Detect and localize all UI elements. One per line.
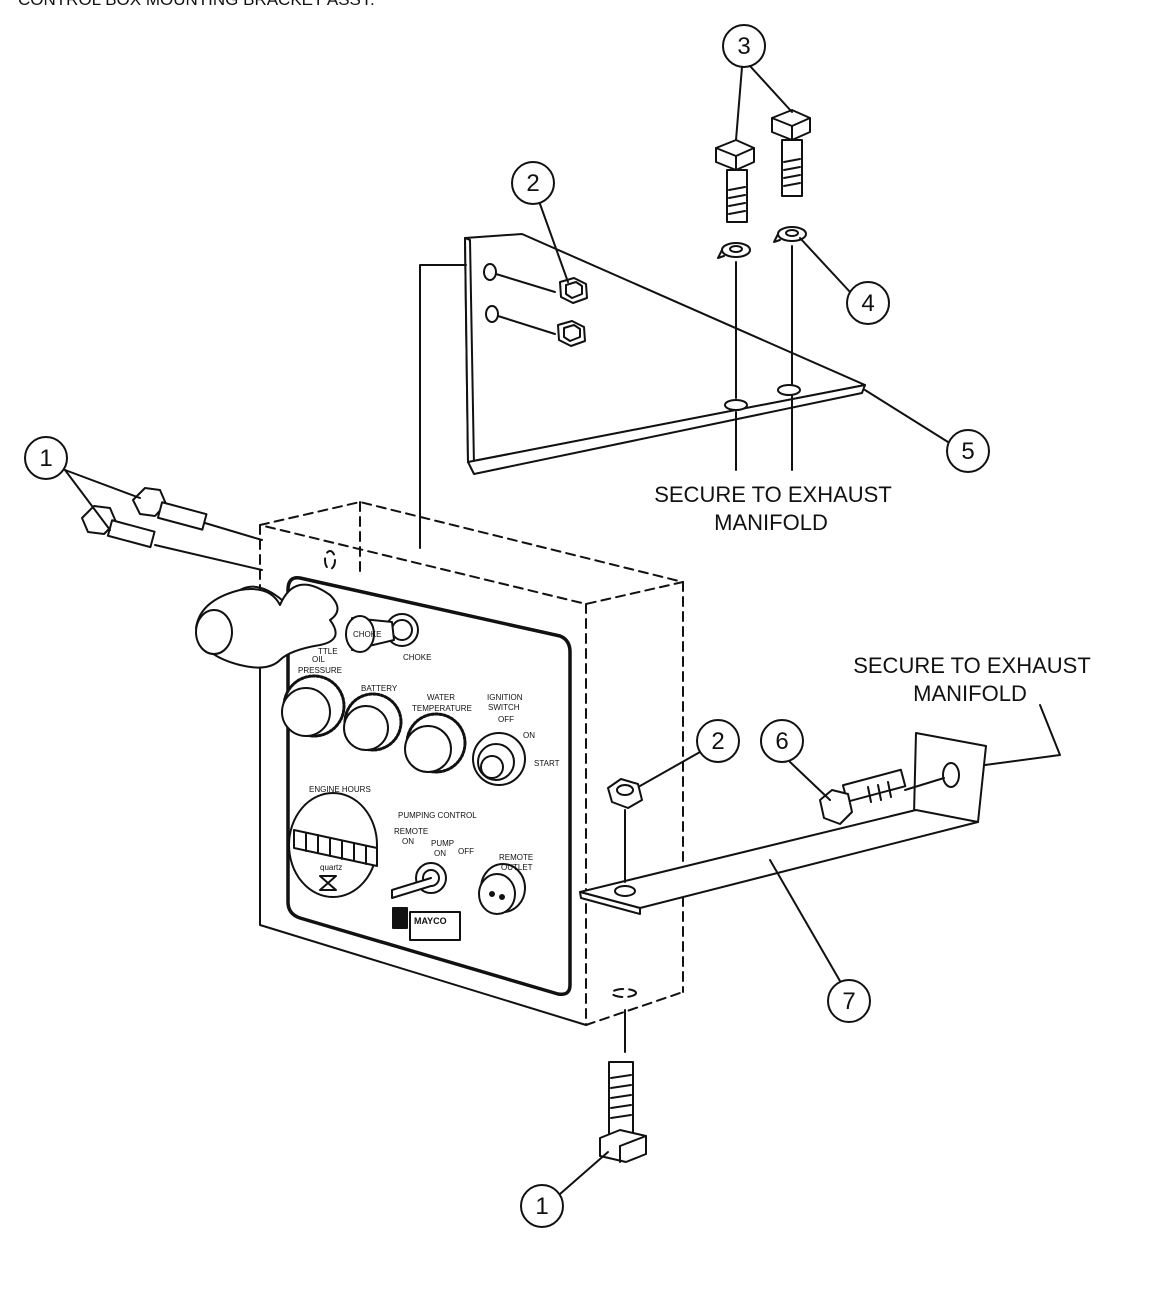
hex-bolt-left <box>715 139 755 223</box>
choke-knob <box>345 613 419 653</box>
callout-5 <box>864 389 990 473</box>
callout-2-top <box>511 161 569 283</box>
panel-label-pumping-control: PUMPING CONTROL <box>398 811 477 820</box>
callout-1-top-label: 1 <box>39 445 52 472</box>
remote-outlet <box>478 863 526 915</box>
panel-label-water-2: TEMPERATURE <box>412 704 472 713</box>
panel-label-oil-2: PRESSURE <box>298 666 342 675</box>
panel-label-outlet-1: REMOTE <box>499 853 533 862</box>
bracket-mount-hole <box>614 885 636 897</box>
panel-label-outlet-2: OUTLET <box>501 863 533 872</box>
panel-label-on: ON <box>523 731 535 740</box>
bracket-slot-right <box>777 384 801 396</box>
callout-6-label: 6 <box>775 728 788 755</box>
panel-label-off: OFF <box>498 715 514 724</box>
panel-label-oil-1: OIL <box>312 655 325 664</box>
note-top-line2: MANIFOLD <box>714 510 828 535</box>
hex-nut-upper-1 <box>495 273 588 304</box>
callout-3-label: 3 <box>737 33 750 60</box>
panel-label-start: START <box>534 759 560 768</box>
hex-bolt-side-1 <box>132 487 263 541</box>
callout-7-label: 7 <box>842 988 855 1015</box>
panel-brand-name: MAYCO <box>414 916 447 926</box>
hex-bolt-lower <box>599 1009 647 1163</box>
panel-label-pump: PUMP <box>431 839 454 848</box>
callout-3 <box>722 24 793 141</box>
lower-mounting-bracket <box>579 732 987 915</box>
lock-washer-left <box>717 242 751 259</box>
callout-7 <box>769 859 871 1023</box>
brand-plate <box>392 907 461 941</box>
lock-washer-right <box>773 226 807 243</box>
callout-6 <box>760 719 831 801</box>
callout-5-label: 5 <box>961 438 974 465</box>
water-temperature-gauge <box>404 712 467 774</box>
callout-2-lower-label: 2 <box>711 728 724 755</box>
panel-label-remote: REMOTE <box>394 827 428 836</box>
bracket-hole-lower <box>485 305 499 323</box>
note-top-line1: SECURE TO EXHAUST <box>654 482 892 507</box>
panel-label-ignition-1: IGNITION <box>487 693 523 702</box>
panel-label-pump-off: OFF <box>458 847 474 856</box>
panel-label-throttle: TTLE <box>318 647 338 656</box>
callout-4 <box>799 237 890 325</box>
callout-1-lower <box>520 1151 609 1228</box>
callout-2-top-label: 2 <box>526 170 539 197</box>
throttle-knob <box>195 583 339 669</box>
ignition-switch <box>472 732 526 786</box>
panel-label-ignition-2: SWITCH <box>488 703 520 712</box>
callout-1-lower-label: 1 <box>535 1193 548 1220</box>
panel-label-remote-on: ON <box>402 837 414 846</box>
battery-gauge <box>343 692 403 752</box>
bracket-hole-upper <box>483 263 497 281</box>
hex-nut-lower <box>607 778 643 809</box>
pumping-control-toggle <box>391 862 447 899</box>
callout-1-top <box>24 436 141 531</box>
hex-bolt-right <box>771 109 811 197</box>
panel-label-water-1: WATER <box>427 693 455 702</box>
panel-label-choke: CHOKE <box>403 653 431 662</box>
hex-nut-upper-2 <box>497 315 586 347</box>
panel-label-battery: BATTERY <box>361 684 398 693</box>
engine-hour-meter <box>288 792 378 898</box>
bracket-end-hole <box>942 762 960 788</box>
diagram-header: CONTROL BOX MOUNTING BRACKET ASSY. <box>18 0 375 10</box>
panel-label-quartz: quartz <box>320 863 342 872</box>
bracket-slot-left <box>724 399 748 411</box>
oil-pressure-gauge <box>281 674 346 738</box>
panel-label-engine-hours: ENGINE HOURS <box>309 785 371 794</box>
panel-label-pump-on: ON <box>434 849 446 858</box>
control-box-solid <box>259 639 587 1026</box>
note-right-line2: MANIFOLD <box>913 681 1027 706</box>
panel-choke-knob-text: CHOKE <box>353 630 381 639</box>
note-right-line1: SECURE TO EXHAUST <box>853 653 1091 678</box>
callout-4-label: 4 <box>861 290 874 317</box>
callout-2-lower <box>639 719 740 787</box>
